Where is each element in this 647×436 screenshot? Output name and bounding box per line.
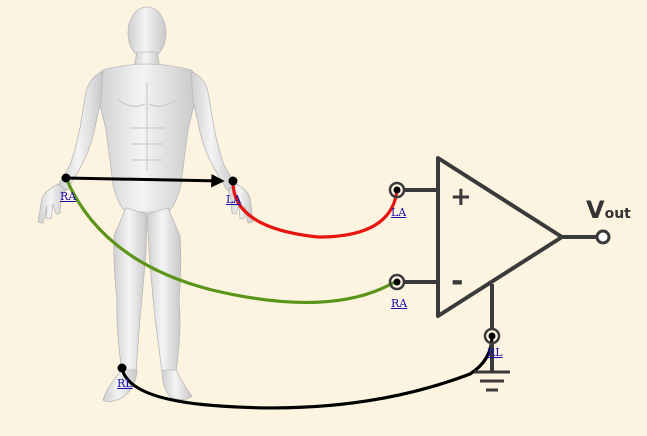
plus-symbol: + [450, 182, 472, 212]
body-right-leg [113, 207, 148, 373]
ra-body-link[interactable]: RA [60, 190, 77, 203]
body-head [127, 6, 167, 60]
minus-symbol: - [451, 264, 463, 299]
la-body-electrode [228, 176, 238, 186]
body-right-arm [57, 71, 104, 191]
body-left-arm [190, 71, 237, 191]
body-left-leg [146, 207, 182, 373]
output-terminal [595, 229, 611, 245]
vout-letter: V [586, 196, 605, 224]
ra-amp-terminal-dot [393, 278, 401, 286]
ra-body-electrode [61, 173, 71, 183]
body-left-foot [161, 369, 193, 400]
la-amp-terminal-ring [388, 181, 406, 199]
la-amp-terminal-dot [393, 186, 401, 194]
body-right-hand [37, 183, 67, 224]
ra-amp-link[interactable]: RA [391, 297, 408, 310]
rl-body-link[interactable]: RL [117, 377, 133, 390]
vout-label: Vout [586, 196, 631, 224]
body-right-foot [102, 369, 138, 402]
rl-amp-terminal-dot [488, 332, 496, 340]
body-contour-lines [117, 82, 177, 170]
ra-amp-terminal-ring [388, 273, 406, 291]
vout-subscript: out [604, 206, 631, 222]
op-amp [404, 156, 597, 371]
ra-to-la-arrow [65, 174, 225, 188]
rl-body-electrode [117, 363, 127, 373]
rl-lead-wire [120, 334, 494, 410]
ground-symbol [474, 370, 510, 392]
rl-amp-link[interactable]: RL [487, 346, 503, 359]
la-amp-link[interactable]: LA [391, 206, 407, 219]
rl-amp-terminal-ring [483, 327, 501, 345]
la-lead-wire [231, 179, 399, 239]
ra-lead-wire [64, 176, 395, 305]
op-amp-triangle [436, 156, 564, 318]
human-body-figure [37, 6, 254, 402]
la-body-link[interactable]: LA [226, 193, 242, 206]
